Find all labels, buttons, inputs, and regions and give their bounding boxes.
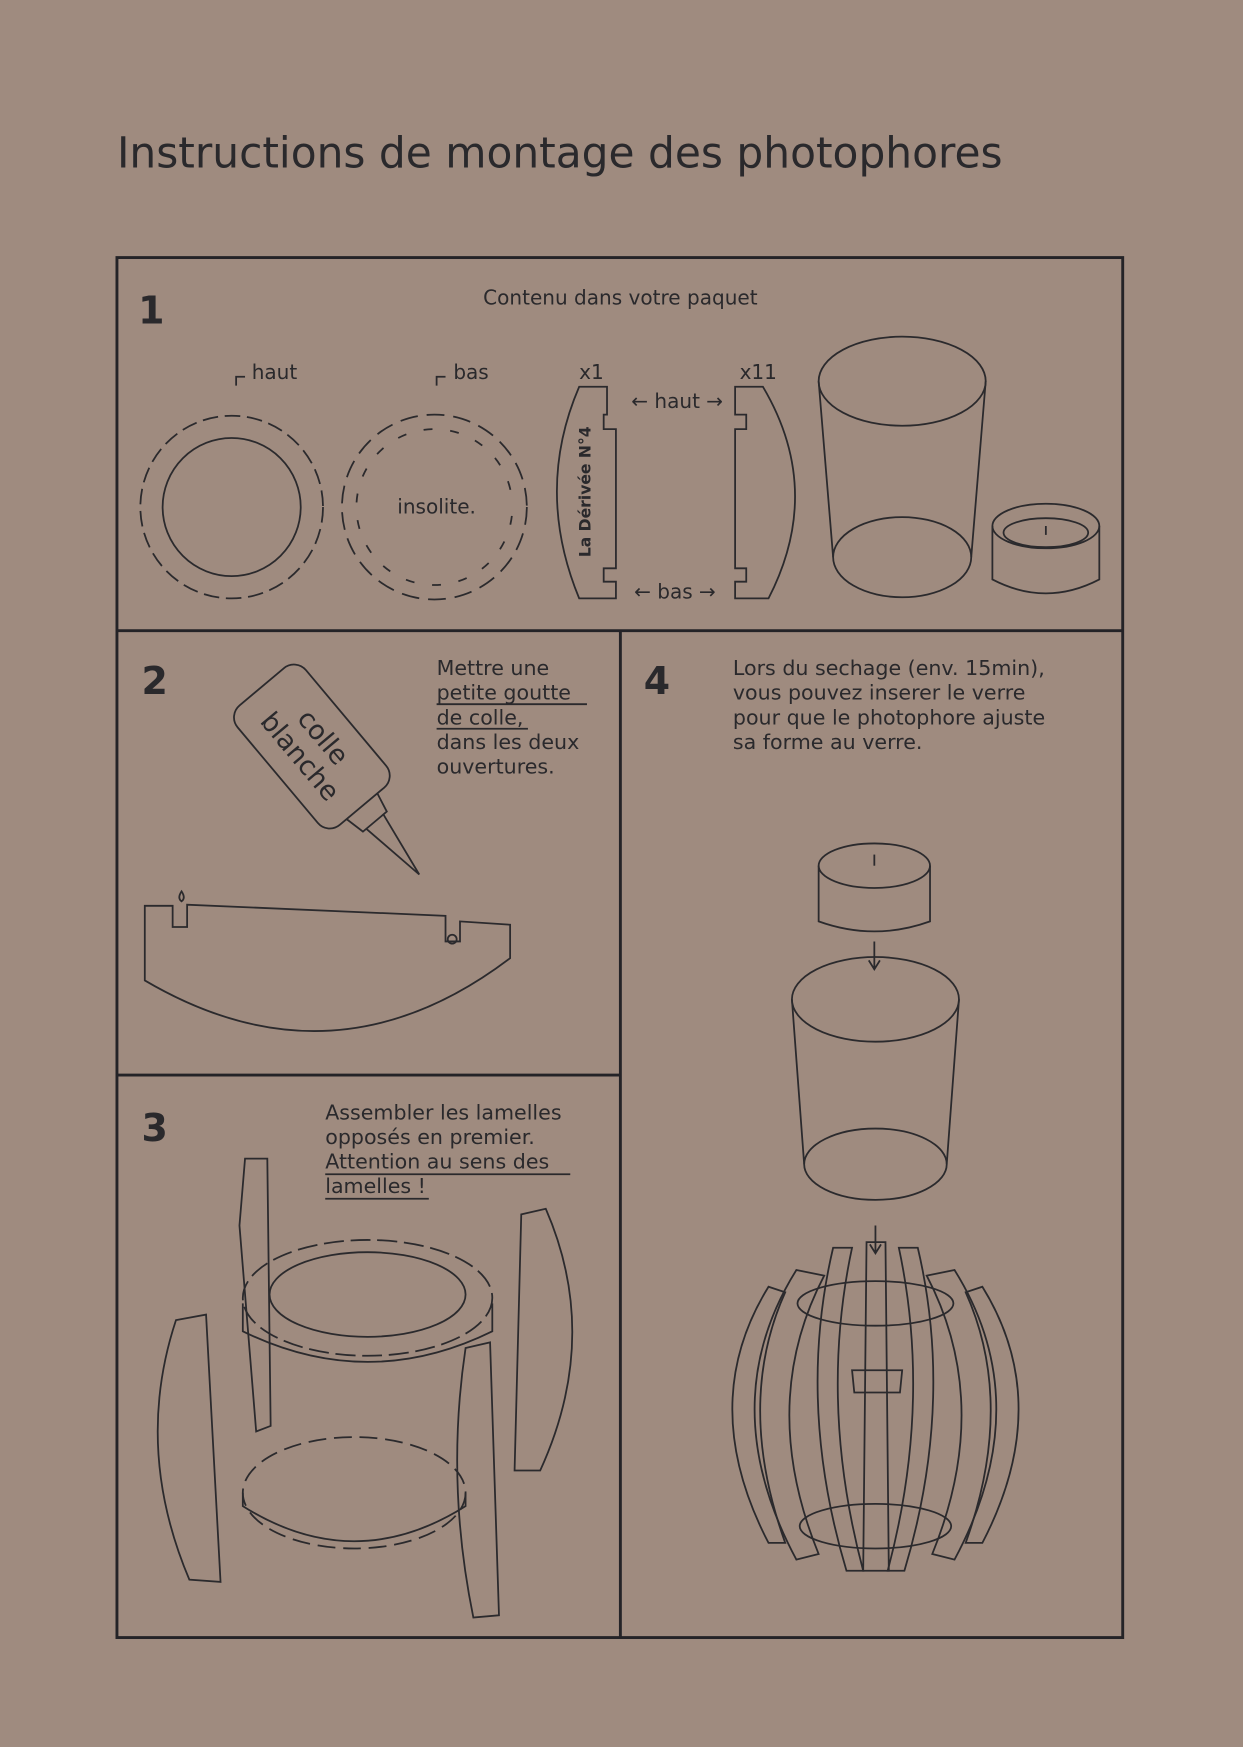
branded-slat-piece: La Dérivée N°4 <box>556 385 617 600</box>
svg-text:ouvertures.: ouvertures. <box>437 754 555 778</box>
svg-text:dans les deux: dans les deux <box>437 730 580 754</box>
svg-text:Attention au sens des: Attention au sens des <box>325 1150 549 1174</box>
ring-brand: insolite. <box>397 495 476 519</box>
step-number: 3 <box>141 1106 167 1150</box>
label-bas: bas <box>453 360 488 384</box>
slat-with-slots <box>143 903 512 1032</box>
label-haut: haut <box>252 360 298 384</box>
tealight-item <box>991 502 1101 595</box>
svg-text:sa forme au verre.: sa forme au verre. <box>733 730 923 754</box>
top-ring-piece <box>139 414 324 600</box>
svg-text:opposés en premier.: opposés en premier. <box>325 1125 535 1149</box>
panel-frame <box>115 256 1125 1640</box>
corner-arrow-icon <box>235 375 246 386</box>
assembly-diagram <box>156 1157 574 1619</box>
step-number: 2 <box>141 659 167 703</box>
svg-text:Mettre une: Mettre une <box>437 656 550 680</box>
svg-text:petite goutte: petite goutte <box>437 681 571 705</box>
svg-text:vous pouvez inserer le verre: vous pouvez inserer le verre <box>733 681 1026 705</box>
count-x11: x11 <box>740 360 777 384</box>
glass-item <box>817 335 987 599</box>
step-3-instructions: Assembler les lamelles opposés en premie… <box>325 1101 571 1200</box>
step-1-heading: Contenu dans votre paquet <box>483 285 758 309</box>
arrow-haut: ← haut → <box>631 389 723 413</box>
svg-text:Lors du sechage (env. 15min),: Lors du sechage (env. 15min), <box>733 656 1045 680</box>
step-2-instructions: Mettre une petite goutte de colle, dans … <box>437 656 587 778</box>
tealight-item <box>817 842 931 933</box>
glass-item <box>791 956 960 1201</box>
corner-arrow-icon <box>435 375 446 386</box>
count-x1: x1 <box>579 360 604 384</box>
step-4-instructions: Lors du sechage (env. 15min), vous pouve… <box>733 656 1045 754</box>
step-number: 4 <box>644 659 670 703</box>
down-arrow-icon <box>868 941 881 971</box>
slat-piece <box>734 385 796 600</box>
page-title: Instructions de montage des photophores <box>117 128 1003 177</box>
svg-text:Assembler les lamelles: Assembler les lamelles <box>325 1101 561 1125</box>
arrow-bas: ← bas → <box>634 579 716 603</box>
step-4-panel: 4 Lors du sechage (env. 15min), vous pou… <box>644 656 1045 1572</box>
step-3-panel: 3 Assembler les lamelles opposés en prem… <box>141 1101 574 1619</box>
assembled-photophore <box>731 1241 1020 1572</box>
step-1-panel: 1 Contenu dans votre paquet haut bas x1 … <box>138 285 1101 603</box>
svg-text:de colle,: de colle, <box>437 705 524 729</box>
svg-text:lamelles !: lamelles ! <box>325 1174 426 1198</box>
down-arrow-icon <box>869 1225 882 1255</box>
slat-brand: La Dérivée N°4 <box>576 426 594 557</box>
bottom-disc-piece: insolite. <box>341 413 528 601</box>
step-number: 1 <box>138 288 164 332</box>
svg-text:pour que le photophore ajuste: pour que le photophore ajuste <box>733 705 1045 729</box>
